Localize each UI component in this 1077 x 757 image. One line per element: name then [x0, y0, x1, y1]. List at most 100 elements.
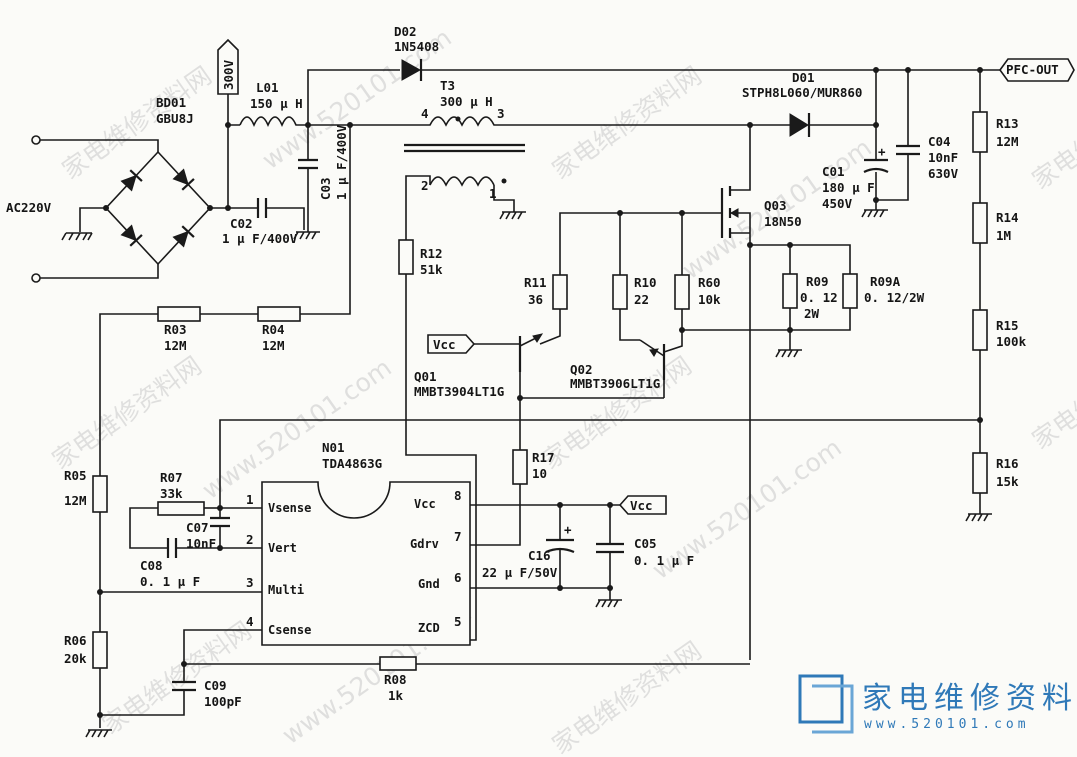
ac-input: AC220V — [6, 135, 159, 283]
q03-ref: Q03 — [764, 198, 787, 213]
pin-5: 5 — [454, 614, 462, 629]
t3-pin-4: 4 — [421, 106, 429, 121]
pin-vsense-label: Vsense — [268, 501, 311, 515]
pin-4: 4 — [246, 614, 254, 629]
c01-plus: + — [878, 144, 886, 159]
q03-value: 18N50 — [764, 214, 802, 229]
flag-vcc-label: Vcc — [630, 498, 653, 513]
r09a-value: 0. 12/2W — [864, 290, 925, 305]
watermark-layer: 家电维修资料网 www.520101.com 家电维修资料网 www.52010… — [47, 23, 1077, 757]
c03-value: 1 μ F/400V — [334, 124, 349, 200]
t3-pin-2: 2 — [421, 178, 429, 193]
capacitor-c08: C08 0. 1 μ F — [140, 538, 220, 589]
brand-logo: 家电维修资料网 www.520101.com — [798, 674, 1077, 734]
c01-value: 180 μ F — [822, 180, 875, 195]
ground-symbol — [293, 231, 320, 240]
ac-terminal — [31, 135, 41, 145]
capacitor-c16: + C16 22 μ F/50V — [482, 505, 575, 588]
inductor-l01: L01 150 μ H — [239, 80, 308, 127]
watermark-text: 家电维修资料网 — [1027, 331, 1077, 455]
bd01-ref: BD01 — [156, 95, 186, 110]
q01-value: MMBT3904LT1G — [414, 384, 504, 399]
c04-ref: C04 — [928, 134, 951, 149]
r09-ref: R09 — [806, 274, 829, 289]
pin-vert-label: Vert — [268, 541, 297, 555]
resistor-r07: R07 33k — [157, 470, 205, 516]
r12-ref: R12 — [420, 246, 443, 261]
d01-value: STPH8L060/MUR860 — [742, 85, 862, 100]
resistor-r60: R60 10k — [674, 274, 721, 310]
pin-7: 7 — [454, 529, 462, 544]
bd01-value: GBU8J — [156, 111, 194, 126]
bridge-rectifier-bd01: BD01 GBU8J — [103, 95, 213, 266]
r06-value: 20k — [64, 651, 87, 666]
watermark-text: 家电维修资料网 — [47, 351, 207, 475]
pin-3: 3 — [246, 575, 254, 590]
pin-2: 2 — [246, 532, 254, 547]
resistor-r05: R05 12M — [64, 468, 108, 513]
r13-value: 12M — [996, 134, 1019, 149]
l01-value: 150 μ H — [250, 96, 303, 111]
r14-value: 1M — [996, 228, 1011, 243]
c08-value: 0. 1 μ F — [140, 574, 200, 589]
capacitor-c02: C02 1 μ F/400V — [222, 198, 305, 246]
watermark-text: 家电维修资料网 — [97, 616, 257, 740]
transistor-q02: Q02 MMBT3906LT1G — [570, 339, 666, 398]
capacitor-c05: C05 0. 1 μ F — [596, 505, 694, 600]
c01-ref: C01 — [822, 164, 845, 179]
r06-ref: R06 — [64, 633, 87, 648]
r07-value: 33k — [160, 486, 183, 501]
c02-value: 1 μ F/400V — [222, 231, 298, 246]
transformer-t3: T3 300 μ H 4 3 2 1 — [404, 78, 525, 201]
r04-value: 12M — [262, 338, 285, 353]
mosfet-q03: Q03 18N50 — [559, 125, 802, 278]
q01-ref: Q01 — [414, 369, 437, 384]
t3-pin-1: 1 — [489, 186, 497, 201]
pin-vcc-label: Vcc — [414, 497, 436, 511]
r17-ref: R17 — [532, 450, 555, 465]
diode-d01: D01 STPH8L060/MUR860 — [742, 70, 862, 137]
c16-ref: C16 — [528, 548, 551, 563]
pin-gnd-label: Gnd — [418, 577, 440, 591]
t3-value: 300 μ H — [440, 94, 493, 109]
r04-ref: R04 — [262, 322, 285, 337]
r09a-ref: R09A — [870, 274, 901, 289]
d01-ref: D01 — [792, 70, 815, 85]
r17-value: 10 — [532, 466, 547, 481]
flag-300v-label: 300V — [221, 59, 236, 90]
capacitor-c01: + C01 180 μ F 450V — [822, 144, 889, 211]
r60-value: 10k — [698, 292, 721, 307]
c04-value: 10nF — [928, 150, 958, 165]
pin-zcd-label: ZCD — [418, 621, 440, 635]
r10-ref: R10 — [634, 275, 657, 290]
flag-300v: 300V — [217, 38, 239, 125]
c16-value: 22 μ F/50V — [482, 565, 558, 580]
r15-value: 100k — [996, 334, 1027, 349]
resistor-r14: R14 1M — [972, 202, 1019, 244]
r11-value: 36 — [528, 292, 543, 307]
r08-value: 1k — [388, 688, 404, 703]
capacitor-c04: C04 10nF 630V — [876, 70, 959, 201]
pin-multi-label: Multi — [268, 583, 304, 597]
c02-ref: C02 — [230, 216, 253, 231]
resistor-r17: R17 10 — [512, 449, 555, 485]
r11-ref: R11 — [524, 275, 547, 290]
ground-symbol — [775, 349, 802, 358]
r15-ref: R15 — [996, 318, 1019, 333]
pin-gdrv-label: Gdrv — [410, 537, 439, 551]
ground-symbol — [861, 209, 888, 218]
resistor-r12: R12 51k — [398, 239, 443, 277]
r12-value: 51k — [420, 262, 443, 277]
ground-symbol — [499, 211, 526, 220]
resistor-r03: R03 12M — [157, 306, 201, 353]
q02-value: MMBT3906LT1G — [570, 376, 660, 391]
c16-plus: + — [564, 522, 572, 537]
r10-value: 22 — [634, 292, 649, 307]
resistor-r09a: R09A 0. 12/2W — [842, 273, 925, 309]
ac-terminal — [31, 273, 41, 283]
capacitor-c03: C03 1 μ F/400V — [298, 124, 349, 232]
pin-csense-label: Csense — [268, 623, 311, 637]
n01-value: TDA4863G — [322, 456, 382, 471]
ground-symbol — [595, 599, 622, 608]
